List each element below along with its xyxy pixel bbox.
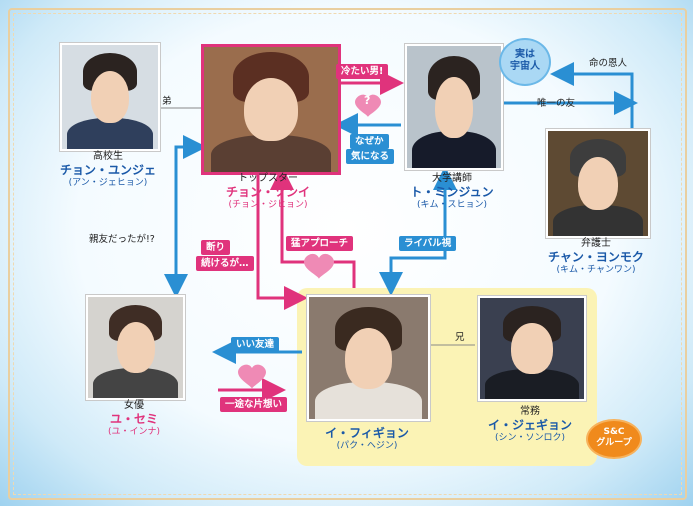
actor: (アン・ジェヒョン) bbox=[68, 178, 148, 188]
rel-were-friends: 親友だったが!? bbox=[89, 234, 155, 245]
name: チョン・ソンイ bbox=[225, 185, 310, 199]
label-jang-young-mok: 弁護士 チャン・ヨンモク (キム・チャンワン) bbox=[538, 238, 654, 276]
arrow-only-friend bbox=[596, 101, 634, 122]
name: ト・ミンジュン bbox=[410, 185, 494, 199]
role: 大学講師 bbox=[432, 173, 472, 184]
name: チャン・ヨンモク bbox=[548, 250, 644, 264]
heart-icon bbox=[355, 94, 381, 117]
photo-lee-hwi-kyung bbox=[307, 295, 430, 421]
photo-yoo-se-mi bbox=[86, 295, 185, 400]
rel-somehow-care-2: 気になる bbox=[346, 149, 395, 164]
role: 弁護士 bbox=[581, 238, 611, 249]
label-jung-eun-jae: 高校生 チョン・ユンジェ (アン・ジェヒョン) bbox=[58, 151, 158, 189]
label-lee-hwi-kyung: イ・フィギョン (パク・ヘジン) bbox=[306, 426, 428, 452]
label-yoo-se-mi: 女優 ユ・セミ (ユ・インナ) bbox=[84, 400, 184, 438]
actor: (キム・チャンワン) bbox=[556, 265, 636, 275]
actor: (ユ・インナ) bbox=[107, 427, 161, 437]
name: イ・フィギョン bbox=[325, 426, 409, 440]
rel-one-sided-love: 一途な片想い bbox=[220, 397, 288, 412]
photo-jang-young-mok bbox=[546, 129, 650, 238]
rel-only-friend: 唯一の友 bbox=[537, 98, 576, 109]
rel-life-saver: 命の恩人 bbox=[589, 58, 628, 69]
sc-group-badge: S&C グループ bbox=[586, 419, 642, 459]
rel-question: ? bbox=[364, 94, 371, 107]
actor: (チョン・ジヒョン) bbox=[228, 200, 308, 210]
role: 常務 bbox=[520, 406, 540, 417]
sc-group-text: S&C グループ bbox=[596, 427, 632, 448]
alien-badge: 実は 宇宙人 bbox=[499, 38, 551, 86]
name: チョン・ユンジェ bbox=[59, 163, 156, 177]
alien-text: 実は 宇宙人 bbox=[510, 49, 540, 72]
name: ユ・セミ bbox=[109, 412, 158, 426]
arrow-keep-refusing bbox=[256, 170, 308, 310]
label-lee-jae-kyung: 常務 イ・ジェギョン (シン・ソンロク) bbox=[480, 406, 580, 444]
rel-aggressive-approach: 猛アプローチ bbox=[286, 236, 354, 251]
role: トップスター bbox=[238, 173, 298, 184]
actor: (シン・ソンロク) bbox=[494, 433, 566, 443]
rel-somehow-care-1: なぜか bbox=[350, 134, 389, 149]
rel-brother-song-yi: 弟 bbox=[162, 96, 172, 107]
decorative-frame bbox=[8, 8, 687, 500]
photo-lee-jae-kyung bbox=[478, 296, 586, 401]
name: イ・ジェギョン bbox=[487, 418, 572, 432]
actor: (キム・スヒョン) bbox=[416, 200, 488, 210]
label-do-min-joon: 大学講師 ト・ミンジュン (キム・スヒョン) bbox=[402, 173, 502, 211]
actor: (パク・ヘジン) bbox=[336, 441, 398, 451]
rel-keep-refusing-1: 断り bbox=[201, 240, 231, 255]
rel-rival: ライバル視 bbox=[399, 236, 457, 251]
role: 高校生 bbox=[93, 151, 123, 162]
rel-good-friend: いい友達 bbox=[231, 337, 280, 352]
rel-keep-refusing-2: 続けるが… bbox=[196, 256, 254, 271]
label-cheon-song-yi: トップスター チョン・ソンイ (チョン・ジヒョン) bbox=[200, 173, 336, 211]
role: 女優 bbox=[124, 400, 144, 411]
rel-brother: 兄 bbox=[455, 332, 465, 343]
photo-do-min-joon bbox=[405, 44, 503, 170]
photo-cheon-song-yi bbox=[201, 44, 341, 175]
rel-cold-man: 冷たい男! bbox=[336, 64, 389, 79]
photo-jung-eun-jae bbox=[60, 43, 160, 151]
